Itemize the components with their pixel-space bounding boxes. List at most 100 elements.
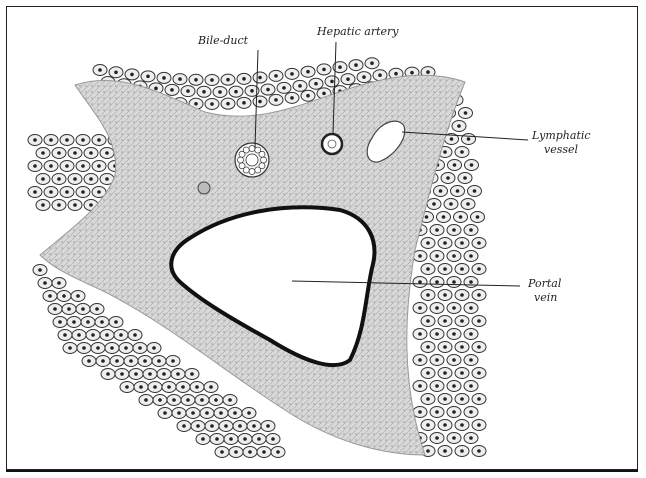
hepatocyte-nucleus <box>177 411 181 415</box>
hepatocyte-nucleus <box>435 358 439 362</box>
hepatocyte-nucleus <box>215 437 219 441</box>
hepatocyte-nucleus <box>469 228 473 232</box>
hepatocyte-nucleus <box>460 423 464 427</box>
bile-duct-epithelial-cell <box>238 157 244 163</box>
hepatocyte-nucleus <box>314 82 318 86</box>
hepatocyte-nucleus <box>452 436 456 440</box>
hepatocyte-nucleus <box>33 190 37 194</box>
hepatocyte-nucleus <box>167 385 171 389</box>
hepatocyte-nucleus <box>33 138 37 142</box>
hepatocyte-nucleus <box>153 385 157 389</box>
hepatocyte-nucleus <box>238 424 242 428</box>
hepatocyte-nucleus <box>58 320 62 324</box>
hepatocyte-nucleus <box>170 88 174 92</box>
hepatocyte-nucleus <box>49 190 53 194</box>
hepatocyte-nucleus <box>130 73 134 77</box>
hepatocyte-nucleus <box>195 385 199 389</box>
hepatocyte-nucleus <box>258 76 262 80</box>
hepatocyte-nucleus <box>89 177 93 181</box>
hepatocyte-nucleus <box>106 372 110 376</box>
hepatocyte-nucleus <box>435 410 439 414</box>
hepatocyte-nucleus <box>378 73 382 77</box>
hepatocyte-nucleus <box>53 307 57 311</box>
bile-duct-label: Bile-duct <box>197 34 249 47</box>
hepatocyte-nucleus <box>432 202 436 206</box>
hepatocyte-nucleus <box>86 320 90 324</box>
hepatocyte-nucleus <box>97 190 101 194</box>
hepatocyte-nucleus <box>452 280 456 284</box>
bile-duct-epithelial-cell <box>249 146 255 152</box>
hepatocyte-nucleus <box>446 176 450 180</box>
hepatocyte-nucleus <box>452 410 456 414</box>
hepatocyte-nucleus <box>224 424 228 428</box>
hepatocyte-nucleus <box>210 78 214 82</box>
hepatocyte-nucleus <box>214 398 218 402</box>
hepatocyte-nucleus <box>81 190 85 194</box>
hepatocyte-nucleus <box>98 68 102 72</box>
hepatocyte-nucleus <box>469 436 473 440</box>
hepatocyte-nucleus <box>101 359 105 363</box>
hepatocyte-nucleus <box>226 102 230 106</box>
hepatocyte-nucleus <box>114 70 118 74</box>
hepatocyte-nucleus <box>477 371 481 375</box>
hepatocyte-nucleus <box>144 398 148 402</box>
hepatocyte-nucleus <box>205 411 209 415</box>
hepatocyte-nucleus <box>469 410 473 414</box>
hepatocyte-nucleus <box>191 411 195 415</box>
hepatocyte-nucleus <box>176 372 180 376</box>
hepatocyte-nucleus <box>435 228 439 232</box>
hepatocyte-nucleus <box>322 92 326 96</box>
hepatocyte-nucleus <box>220 450 224 454</box>
hepatocyte-nucleus <box>228 398 232 402</box>
hepatocyte-nucleus <box>62 294 66 298</box>
hepatocyte-nucleus <box>426 70 430 74</box>
hepatocyte-nucleus <box>162 372 166 376</box>
hepatocyte-nucleus <box>469 384 473 388</box>
hepatocyte-nucleus <box>290 96 294 100</box>
bile-duct-epithelial-cell <box>243 147 249 153</box>
hepatocyte-nucleus <box>129 359 133 363</box>
hepatocyte-nucleus <box>226 78 230 82</box>
hepatocyte-nucleus <box>95 307 99 311</box>
hepatocyte-nucleus <box>460 241 464 245</box>
hepatocyte-nucleus <box>81 138 85 142</box>
hepatocyte-nucleus <box>100 320 104 324</box>
hepatocyte-nucleus <box>190 372 194 376</box>
hepatocyte-nucleus <box>49 164 53 168</box>
hepatocyte-nucleus <box>460 371 464 375</box>
hepatocyte-nucleus <box>452 358 456 362</box>
hepatocyte-nucleus <box>443 345 447 349</box>
hepatocyte-nucleus <box>82 346 86 350</box>
hepatocyte-nucleus <box>87 359 91 363</box>
bile-duct-epithelial-cell <box>259 151 265 157</box>
hepatocyte-nucleus <box>200 398 204 402</box>
hepatocyte-nucleus <box>162 76 166 80</box>
hepatocyte-nucleus <box>250 89 254 93</box>
hepatocyte-nucleus <box>477 293 481 297</box>
hepatocyte-nucleus <box>49 138 53 142</box>
hepatocyte-nucleus <box>97 138 101 142</box>
hepatocyte-nucleus <box>266 424 270 428</box>
hepatocyte-nucleus <box>418 358 422 362</box>
hepatocyte-nucleus <box>120 372 124 376</box>
hepatocyte-nucleus <box>210 424 214 428</box>
hepatocyte-nucleus <box>271 437 275 441</box>
hepatic-artery-label: Hepatic artery <box>316 25 399 38</box>
hepatocyte-nucleus <box>443 423 447 427</box>
hepatocyte-nucleus <box>247 411 251 415</box>
hepatocyte-nucleus <box>306 70 310 74</box>
hepatocyte-nucleus <box>443 267 447 271</box>
hepatocyte-nucleus <box>338 65 342 69</box>
hepatocyte-nucleus <box>125 385 129 389</box>
hepatocyte-nucleus <box>234 90 238 94</box>
hepatocyte-nucleus <box>443 293 447 297</box>
hepatocyte-nucleus <box>410 71 414 75</box>
hepatocyte-nucleus <box>81 164 85 168</box>
hepatocyte-nucleus <box>477 397 481 401</box>
hepatocyte-nucleus <box>89 151 93 155</box>
hepatocyte-nucleus <box>97 164 101 168</box>
hepatocyte-nucleus <box>426 449 430 453</box>
hepatocyte-nucleus <box>463 176 467 180</box>
hepatocyte-nucleus <box>73 177 77 181</box>
bile-duct-epithelial-cell <box>249 169 255 175</box>
